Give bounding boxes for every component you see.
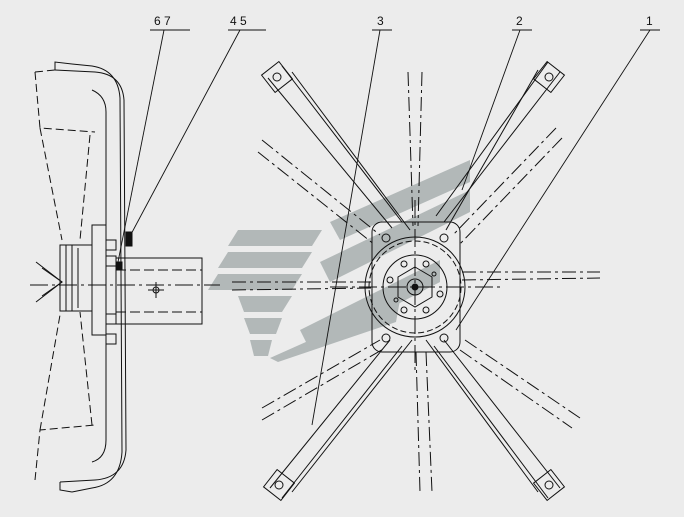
- strut-bottom-right: [425, 339, 566, 502]
- shroud-outline: [54, 69, 127, 483]
- callout-6-7: 6 7: [154, 14, 171, 28]
- fan-side-view: [30, 61, 220, 493]
- callout-4-5: 4 5: [230, 14, 247, 28]
- strut-top-left: [260, 60, 411, 231]
- strut-top-right: [435, 60, 566, 231]
- stripe-logo-watermark: [208, 160, 470, 362]
- callout-labels: 1 2 3 4 5 6 7: [154, 14, 653, 28]
- callout-3: 3: [377, 14, 384, 28]
- callout-leaders: [117, 29, 660, 426]
- fan-front-view: [231, 60, 601, 502]
- callout-2: 2: [516, 14, 523, 28]
- callout-1: 1: [646, 14, 653, 28]
- strut-bottom-left: [262, 339, 413, 502]
